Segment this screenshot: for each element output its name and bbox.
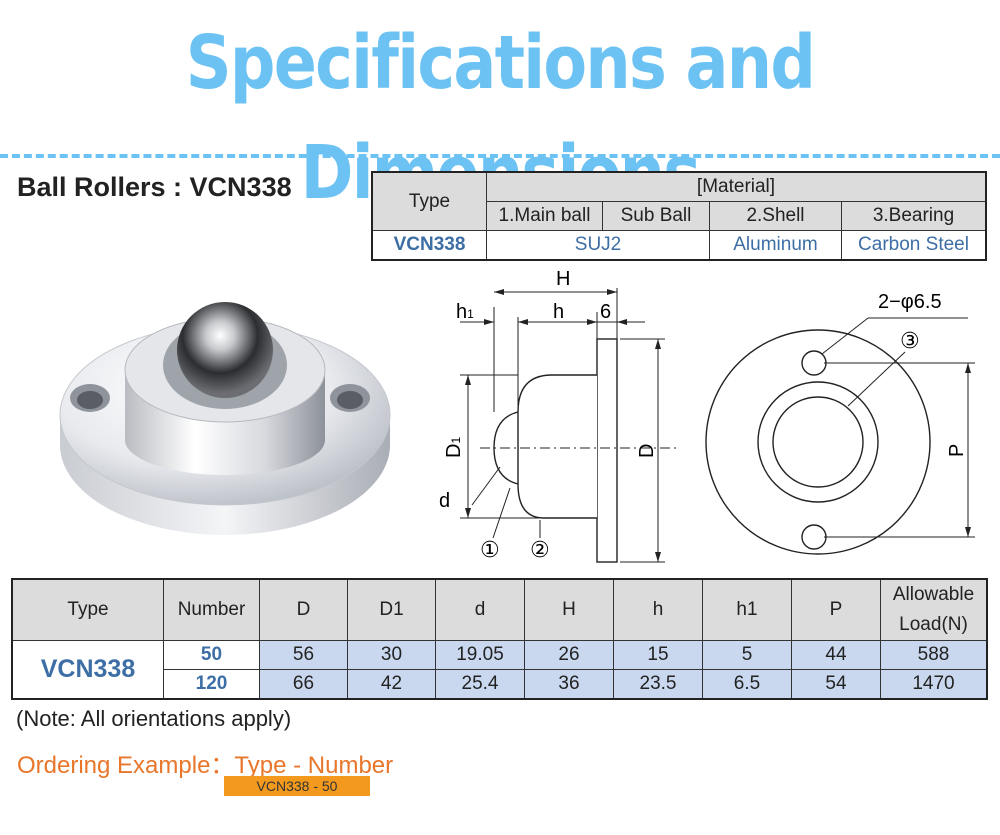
shell-circle <box>757 381 879 503</box>
flange-circle <box>705 329 931 555</box>
ordering-example-value: VCN338 - 50 <box>224 776 370 796</box>
value-cell: 5 <box>702 640 792 670</box>
spec-header-D: D <box>259 578 348 641</box>
value-cell: 44 <box>791 640 881 670</box>
col-sub-ball: Sub Ball <box>602 201 710 231</box>
spec-header-number: Number <box>163 578 260 641</box>
value-cell: 30 <box>347 640 436 670</box>
material-table: Type [Material] 1.Main ball Sub Ball 2.S… <box>371 171 987 261</box>
shell-material-cell: Aluminum <box>709 230 842 261</box>
leader-1 <box>492 487 511 539</box>
spec-header-d: d <box>435 578 525 641</box>
callout-3: ③ <box>900 328 920 353</box>
value-cell: 588 <box>880 640 988 670</box>
col-main-ball: 1.Main ball <box>486 201 603 231</box>
value-cell: 54 <box>791 669 881 700</box>
ordering-example-label: Ordering Example：Type - Number <box>17 752 394 779</box>
spec-header-h: h <box>613 578 703 641</box>
label-D: D <box>636 444 658 458</box>
spec-type-cell: VCN338 <box>11 640 164 700</box>
table-row: VCN338 50 56 30 19.05 26 15 5 44 588 <box>11 640 988 700</box>
dashed-divider <box>0 154 1000 158</box>
spec-header-H: H <box>524 578 614 641</box>
leader-3 <box>847 351 906 407</box>
value-cell: 56 <box>259 640 348 670</box>
spec-header-P: P <box>791 578 881 641</box>
label-6: 6 <box>600 301 611 323</box>
spec-header-type: Type <box>11 578 164 641</box>
ball-material-cell: SUJ2 <box>486 230 710 261</box>
flange-profile <box>596 338 618 563</box>
material-type-cell: VCN338 <box>371 230 487 261</box>
label-D1: D1 <box>443 437 465 458</box>
number-cell: 120 <box>163 669 260 700</box>
material-header: [Material] <box>486 171 987 202</box>
value-cell: 23.5 <box>613 669 703 700</box>
col-shell: 2.Shell <box>709 201 842 231</box>
col-bearing: 3.Bearing <box>841 201 987 231</box>
table-row: 120 66 42 25.4 36 23.5 6.5 54 1470 <box>12 669 988 700</box>
spec-header-load: Allowable Load(N) <box>880 578 988 641</box>
callout-1: ① <box>480 537 500 562</box>
bore-circle <box>772 396 864 488</box>
value-cell: 66 <box>259 669 348 700</box>
main-ball <box>177 302 273 398</box>
bearing-material-cell: Carbon Steel <box>841 230 987 261</box>
spec-header-D1: D1 <box>347 578 436 641</box>
value-cell: 36 <box>524 669 614 700</box>
label-d: d <box>439 490 450 512</box>
number-cell: 50 <box>163 640 260 670</box>
material-type-header: Type <box>371 171 487 231</box>
shell-profile <box>517 374 597 519</box>
leader-holes <box>821 317 869 355</box>
value-cell: 25.4 <box>435 669 525 700</box>
callout-2: ② <box>530 537 550 562</box>
hole-bottom <box>801 524 827 550</box>
value-cell: 26 <box>524 640 614 670</box>
side-view-drawing: H h1 h 6 D1 d D ① ② <box>439 268 680 563</box>
product-photo <box>59 302 391 535</box>
value-cell: 42 <box>347 669 436 700</box>
value-cell: 6.5 <box>702 669 792 700</box>
spec-header-h1: h1 <box>702 578 792 641</box>
label-h1: h1 <box>456 301 474 323</box>
spec-table: Type Number D D1 d H h h1 P Allowable Lo… <box>11 578 988 700</box>
orientation-note: (Note: All orientations apply) <box>16 706 292 731</box>
label-P: P <box>946 444 968 457</box>
hole-top <box>801 350 827 376</box>
value-cell: 19.05 <box>435 640 525 670</box>
label-H: H <box>556 268 570 290</box>
label-h: h <box>553 301 564 323</box>
leader-d <box>471 466 501 506</box>
value-cell: 15 <box>613 640 703 670</box>
label-holes: 2−φ6.5 <box>878 291 942 313</box>
value-cell: 1470 <box>880 669 988 700</box>
product-title: Ball Rollers : VCN338 <box>17 172 292 202</box>
front-view-drawing: 2−φ6.5 ③ P <box>705 291 975 555</box>
